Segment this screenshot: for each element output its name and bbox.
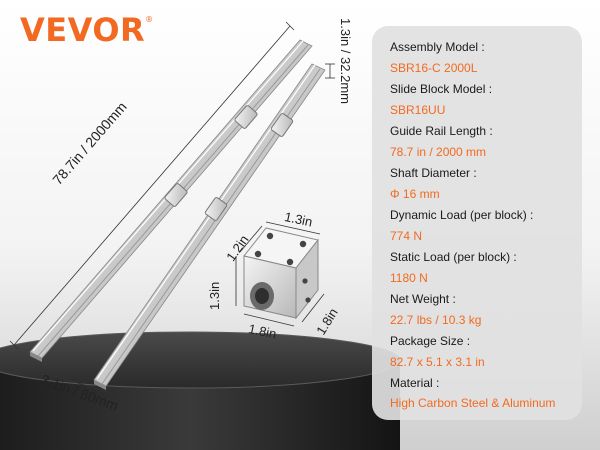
registered-mark: ® (145, 15, 154, 24)
spec-value-net-weight: 22.7 lbs / 10.3 kg (390, 313, 482, 327)
spec-label-slide-block-model: Slide Block Model : (390, 82, 493, 96)
spec-value-rail-length: 78.7 in / 2000 mm (390, 145, 487, 159)
spec-label-material: Material : (390, 376, 440, 390)
spec-value-assembly-model: SBR16-C 2000L (390, 61, 478, 75)
spec-value-shaft-diameter: Φ 16 mm (390, 187, 440, 201)
spec-value-static-load: 1180 N (390, 271, 428, 285)
spec-label-rail-length: Guide Rail Length : (390, 124, 493, 138)
spec-label-net-weight: Net Weight : (390, 292, 456, 306)
spec-label-assembly-model: Assembly Model : (390, 40, 485, 54)
spec-value-material: High Carbon Steel & Aluminum (390, 396, 556, 410)
spec-value-package-size: 82.7 x 5.1 x 3.1 in (390, 355, 485, 369)
slide-block-detail (243, 227, 319, 320)
spec-value-dynamic-load: 774 N (390, 229, 423, 243)
brand-logo: VEVOR® (20, 14, 154, 46)
block-side-label: 1.3in (207, 281, 222, 310)
spec-panel (372, 26, 582, 420)
spec-label-static-load: Static Load (per block) : (390, 250, 517, 264)
spec-value-slide-block-model: SBR16UU (390, 103, 446, 117)
slide-block-on-rail (164, 105, 294, 221)
brand-name: VEVOR (20, 11, 146, 49)
spec-label-shaft-diameter: Shaft Diameter : (390, 166, 477, 180)
spec-label-package-size: Package Size : (390, 334, 471, 348)
rail-height-label: 1.3in / 32.2mm (338, 18, 353, 104)
spec-label-dynamic-load: Dynamic Load (per block) : (390, 208, 534, 222)
